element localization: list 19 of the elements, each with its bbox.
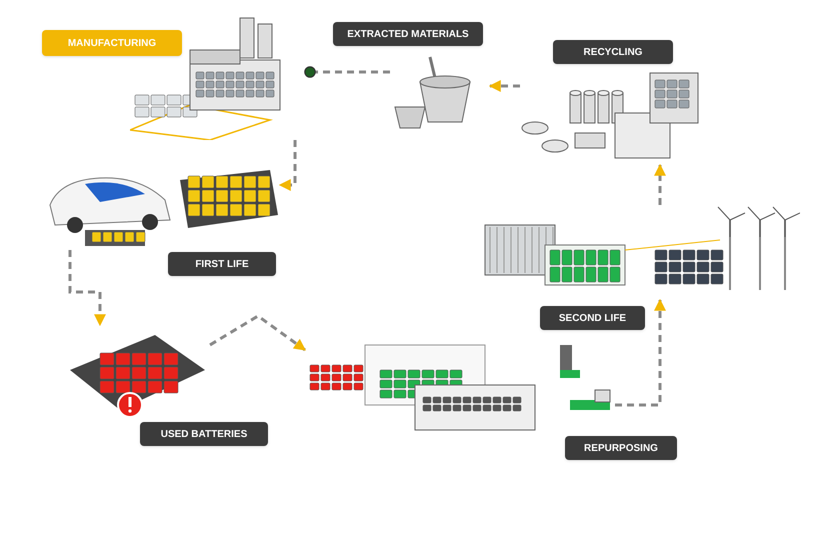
car-battery-drawing [50,170,278,246]
label-tag: SECOND LIFE [540,306,645,330]
label-tag: REPURPOSING [565,436,677,460]
dashed-arrow [278,140,297,191]
dashed-arrow [209,314,306,352]
label-tag: RECYCLING [553,40,673,64]
dashed-arrow [654,164,666,205]
energy-storage-drawing [485,207,800,290]
label-tag: FIRST LIFE [168,252,276,276]
used-battery-drawing [70,335,205,417]
label-tag: USED BATTERIES [140,422,268,446]
repurposing-facility-drawing [310,345,610,430]
label-tag: MANUFACTURING [42,30,182,56]
recycling-plant-drawing [522,73,698,158]
ladle-drawing [395,57,470,128]
dashed-arrow [68,250,106,326]
label-tag: EXTRACTED MATERIALS [333,22,483,46]
dashed-arrow [488,80,520,92]
dashed-arrow [615,298,666,406]
